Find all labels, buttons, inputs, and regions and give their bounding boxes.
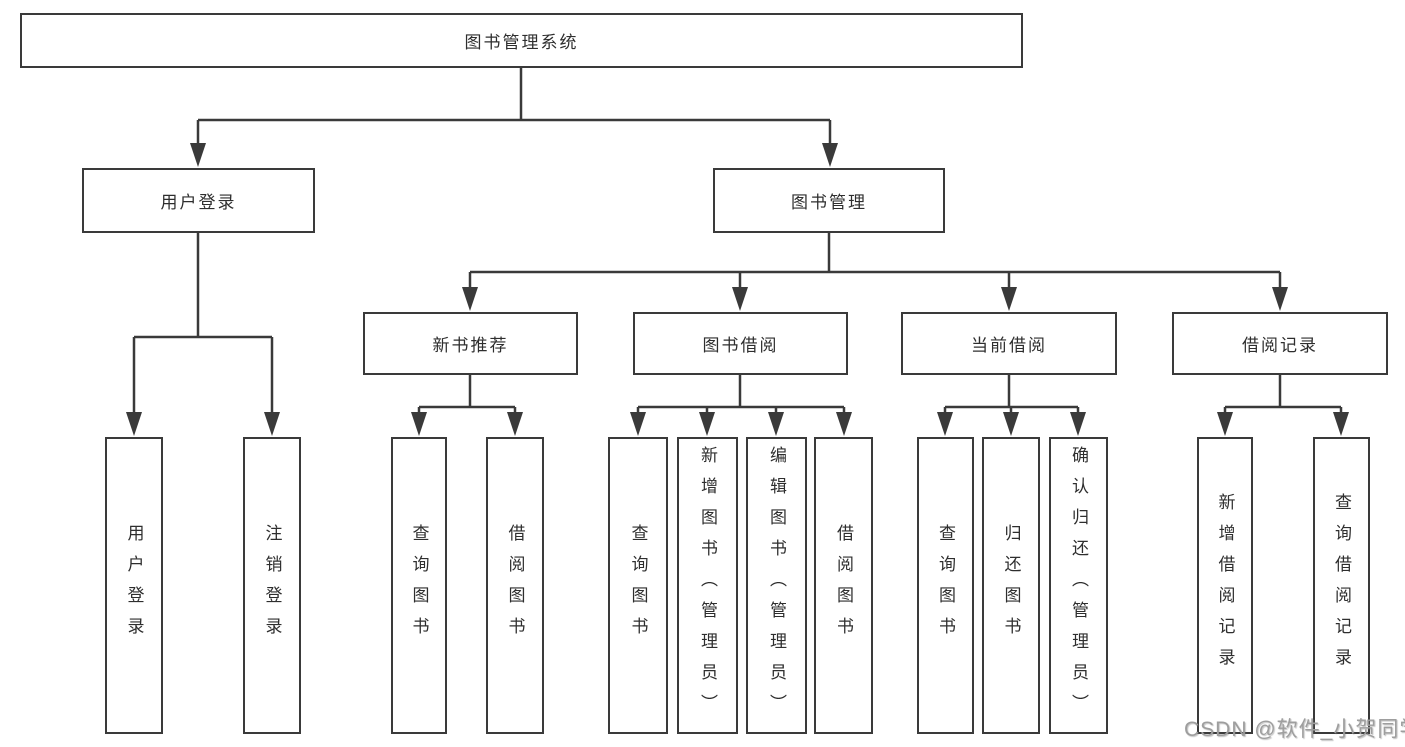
arrowhead-icon [1272, 287, 1288, 311]
leaf-edit-books-admin: 编辑图书（管理员） [746, 437, 807, 734]
connector-root-to-level2 [196, 68, 832, 144]
arrowhead-icon [732, 287, 748, 311]
node-label: 归还图书 [1001, 523, 1021, 648]
arrowhead-icon [126, 412, 142, 436]
node-library-management-system: 图书管理系统 [20, 13, 1023, 68]
node-label: 查询图书 [936, 523, 955, 648]
node-new-book-recommendation: 新书推荐 [363, 312, 578, 375]
node-label: 借阅图书 [505, 523, 525, 648]
node-label: 用户登录 [124, 523, 144, 648]
node-label: 编辑图书（管理员） [767, 446, 786, 725]
arrowhead-icon [1003, 412, 1019, 436]
arrowhead-icon [507, 412, 523, 436]
leaf-query-books-rec: 查询图书 [391, 437, 447, 734]
leaf-query-books-current: 查询图书 [917, 437, 974, 734]
node-label: 确认归还（管理员） [1069, 446, 1088, 725]
node-label: 新书推荐 [432, 336, 509, 355]
node-label: 当前借阅 [971, 336, 1047, 355]
node-label: 图书管理 [791, 193, 867, 212]
arrowhead-icon [822, 143, 838, 167]
leaf-logout: 注销登录 [243, 437, 301, 734]
connector-new-book-rec-to-leaves [417, 375, 517, 413]
node-book-management: 图书管理 [713, 168, 945, 233]
arrowhead-icon [190, 143, 206, 167]
connector-current-borrow-to-leaves [943, 375, 1080, 413]
node-current-borrowing: 当前借阅 [901, 312, 1117, 375]
arrowhead-icon [768, 412, 784, 436]
leaf-query-borrow-record: 查询借阅记录 [1313, 437, 1370, 734]
node-label: 借阅图书 [834, 523, 853, 648]
arrowhead-icon [937, 412, 953, 436]
leaf-user-login: 用户登录 [105, 437, 163, 734]
node-label: 新增图书（管理员） [698, 446, 717, 725]
node-label: 借阅记录 [1242, 336, 1318, 355]
node-label: 注销登录 [262, 523, 282, 648]
arrowhead-icon [699, 412, 715, 436]
node-borrowing-records: 借阅记录 [1172, 312, 1388, 375]
connector-borrow-records-to-leaves [1223, 375, 1343, 413]
arrowhead-icon [1001, 287, 1017, 311]
arrowhead-icon [264, 412, 280, 436]
arrowhead-icon [462, 287, 478, 311]
leaf-add-borrow-record: 新增借阅记录 [1197, 437, 1253, 734]
csdn-watermark: CSDN @软件_小贺同学 [1184, 718, 1405, 741]
node-book-borrowing: 图书借阅 [633, 312, 848, 375]
node-user-login: 用户登录 [82, 168, 315, 233]
node-label: 用户登录 [160, 193, 237, 212]
leaf-query-books-borrow: 查询图书 [608, 437, 668, 734]
node-label: 查询图书 [409, 523, 429, 648]
node-label: 图书管理系统 [464, 33, 579, 52]
leaf-confirm-return-admin: 确认归还（管理员） [1049, 437, 1108, 734]
arrowhead-icon [1333, 412, 1349, 436]
leaf-borrow-books: 借阅图书 [814, 437, 873, 734]
arrowhead-icon [1217, 412, 1233, 436]
leaf-borrow-books-rec: 借阅图书 [486, 437, 544, 734]
leaf-return-books: 归还图书 [982, 437, 1040, 734]
connector-book-borrow-to-leaves [636, 375, 846, 413]
arrowhead-icon [630, 412, 646, 436]
connector-user-login-to-leaves [132, 233, 274, 413]
arrowhead-icon [1070, 412, 1086, 436]
node-label: 新增借阅记录 [1215, 492, 1235, 679]
node-label: 查询图书 [628, 523, 648, 648]
node-label: 图书借阅 [702, 336, 779, 355]
leaf-add-books-admin: 新增图书（管理员） [677, 437, 738, 734]
arrowhead-icon [836, 412, 852, 436]
connector-book-management-to-level3 [468, 233, 1282, 288]
arrowhead-icon [411, 412, 427, 436]
node-label: 查询借阅记录 [1332, 492, 1351, 679]
